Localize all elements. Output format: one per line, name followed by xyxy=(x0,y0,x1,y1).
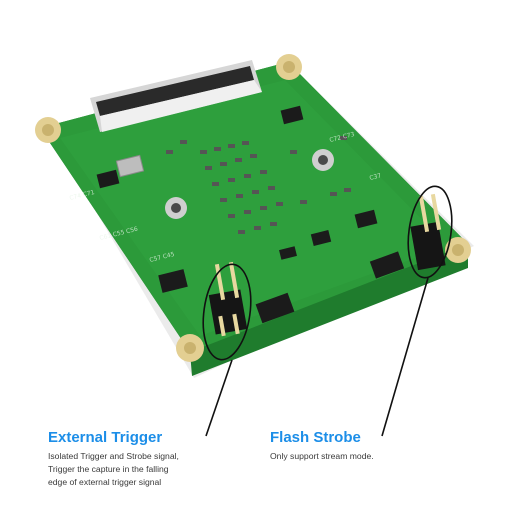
external-trigger-leader-line xyxy=(205,359,233,437)
external-trigger-description: Isolated Trigger and Strobe signal, Trig… xyxy=(48,450,179,489)
ic-chip xyxy=(96,105,405,324)
description-line: Isolated Trigger and Strobe signal, xyxy=(48,451,179,461)
description-line: Trigger the capture in the falling xyxy=(48,464,169,474)
pcb-board xyxy=(40,62,468,352)
flash-strobe-title: Flash Strobe xyxy=(270,429,361,446)
external-trigger-title: External Trigger xyxy=(48,429,163,446)
fpc-connector xyxy=(90,60,262,132)
mounting-hole xyxy=(35,117,61,143)
crystal-oscillator xyxy=(115,154,145,178)
description-line: Only support stream mode. xyxy=(270,451,374,461)
external-trigger-highlight xyxy=(202,263,252,361)
external-trigger-pin-header xyxy=(208,261,248,337)
flash-strobe-highlight xyxy=(407,185,453,279)
screw xyxy=(312,149,334,171)
flash-strobe-description: Only support stream mode. xyxy=(270,450,374,463)
description-line: edge of external trigger signal xyxy=(48,477,162,487)
flash-strobe-pin-header xyxy=(410,193,446,271)
mounting-hole xyxy=(176,334,204,362)
smd-components xyxy=(166,136,351,234)
flash-strobe-leader-line xyxy=(381,277,429,437)
svg-text:C37: C37 xyxy=(369,172,382,182)
mounting-hole xyxy=(276,54,302,80)
screw xyxy=(165,197,187,219)
mounting-hole xyxy=(445,237,471,263)
